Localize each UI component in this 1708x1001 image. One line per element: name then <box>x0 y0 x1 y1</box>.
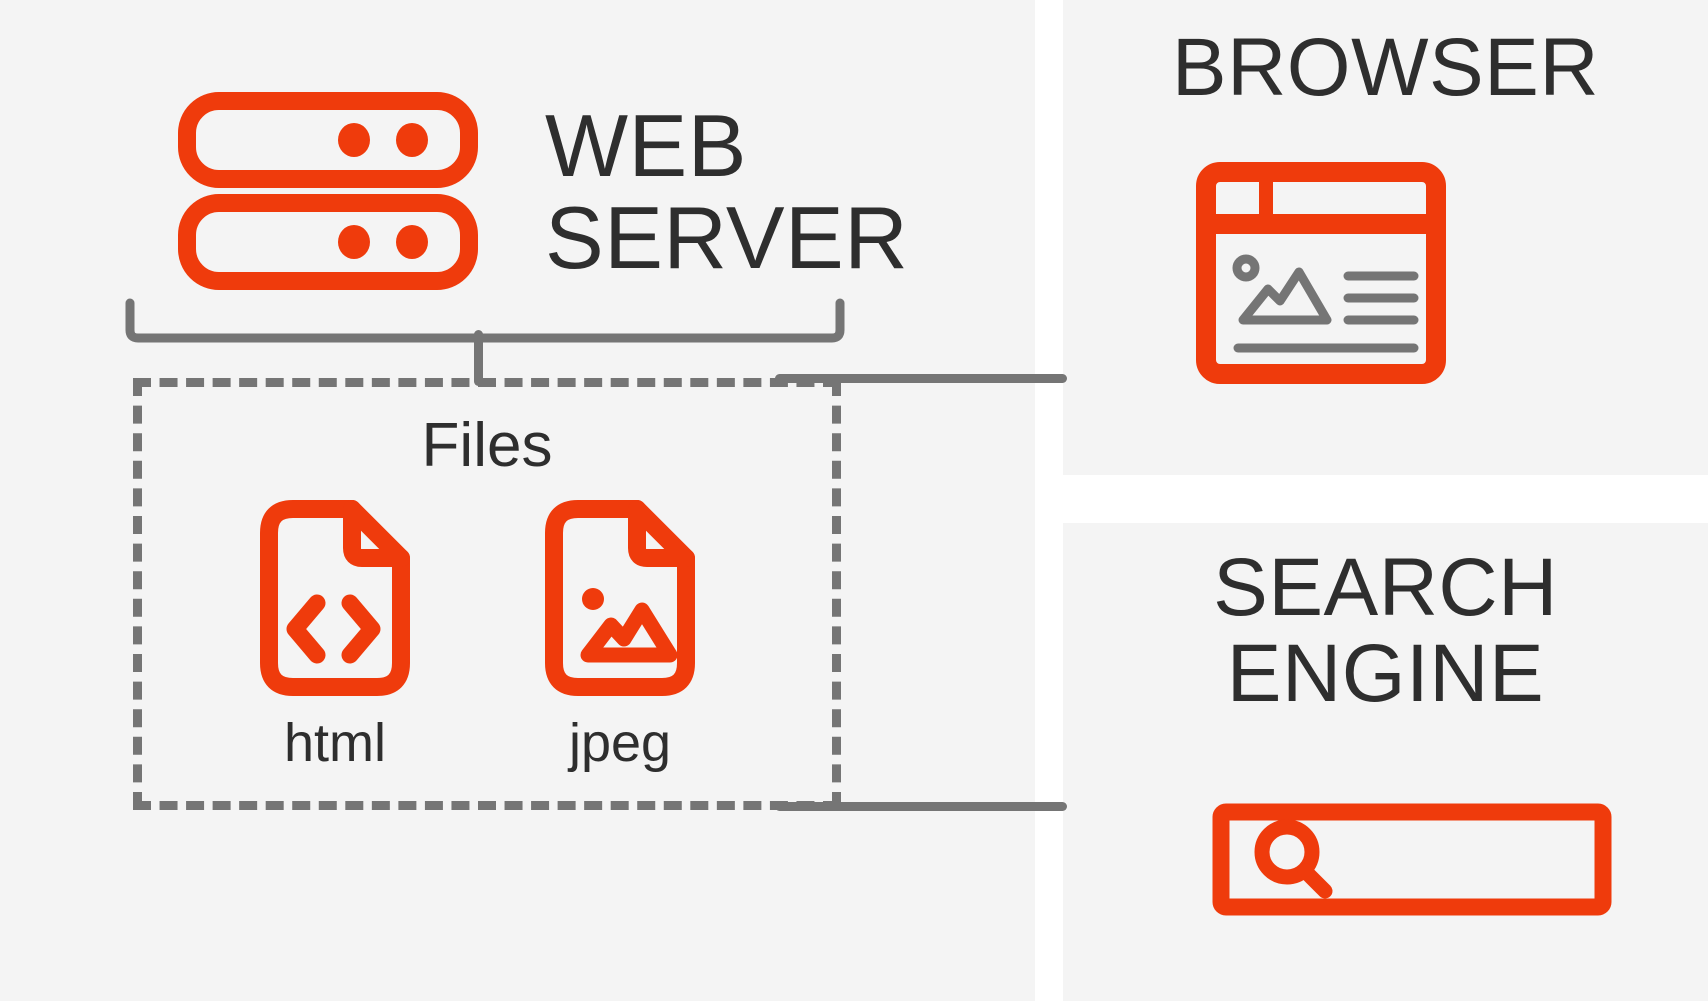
file-label-jpeg: jpeg <box>568 713 672 773</box>
browser-title: BROWSER <box>1171 22 1600 113</box>
file-label-html: html <box>283 713 386 773</box>
connector-server-to-search <box>775 802 1067 811</box>
file-item-jpeg[interactable]: jpeg <box>520 500 720 774</box>
server-icon <box>178 92 478 290</box>
browser-panel <box>1063 0 1708 475</box>
browser-window-icon <box>1196 162 1446 384</box>
brace-stem <box>474 330 483 386</box>
files-dashed-container <box>133 378 841 810</box>
file-image-icon <box>545 500 695 696</box>
web-server-panel <box>0 0 1035 1001</box>
search-engine-panel <box>1063 523 1708 1001</box>
file-code-icon <box>260 500 410 696</box>
search-input-box[interactable] <box>1212 803 1612 916</box>
connector-server-to-browser <box>775 374 1067 383</box>
server-brace <box>125 298 845 343</box>
web-server-title: WEB SERVER <box>545 96 909 288</box>
search-icon <box>1254 819 1333 899</box>
file-item-html[interactable]: html <box>235 500 435 774</box>
search-engine-title: SEARCH ENGINE <box>1213 542 1558 720</box>
files-label: Files <box>421 411 553 480</box>
